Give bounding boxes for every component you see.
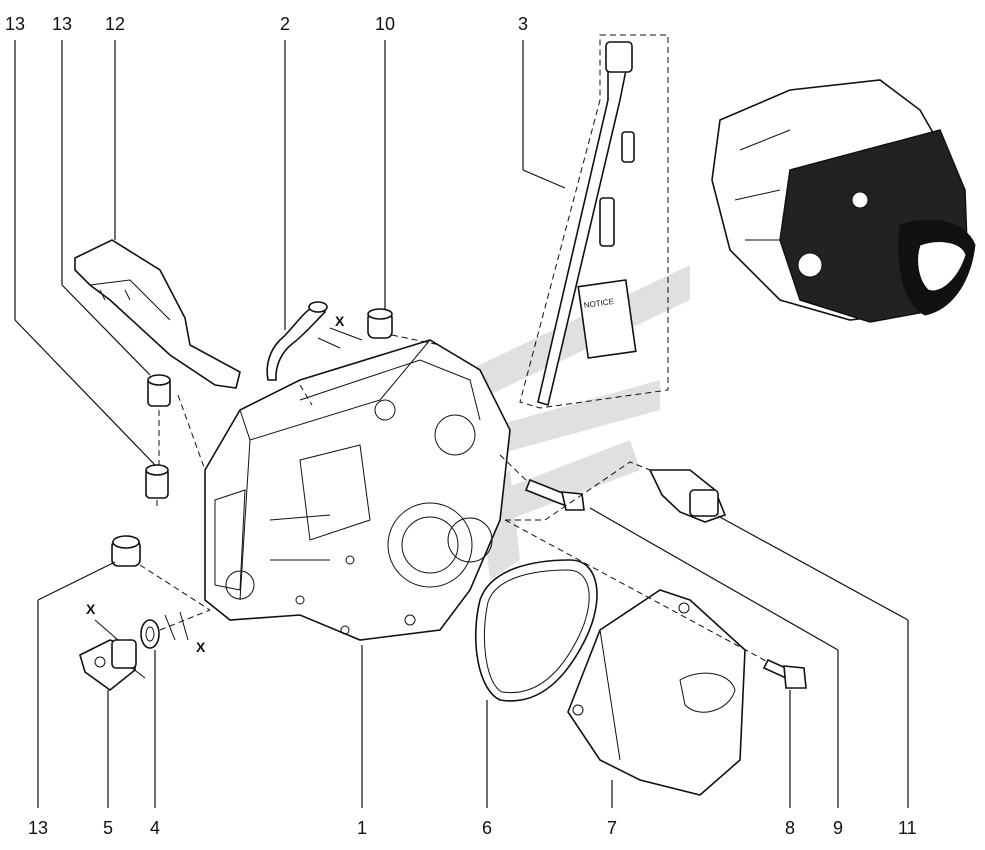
callout-9: 9 bbox=[833, 818, 843, 838]
callout-10: 10 bbox=[375, 14, 395, 34]
bracket bbox=[74, 239, 241, 389]
bush-middle bbox=[145, 464, 169, 499]
gasket bbox=[474, 559, 598, 702]
callout-13-bottom: 13 bbox=[28, 818, 48, 838]
bush-upper bbox=[147, 374, 171, 407]
bolt bbox=[762, 658, 807, 689]
callout-13-top-second: 13 bbox=[52, 14, 72, 34]
x-mark-left: X bbox=[86, 601, 96, 617]
leader-lines bbox=[14, 40, 909, 808]
drain-plug bbox=[79, 639, 137, 692]
callout-1: 1 bbox=[357, 818, 367, 838]
end-cover bbox=[567, 589, 746, 796]
callout-labels: 13 13 12 2 10 3 13 5 4 1 6 7 8 9 11 bbox=[5, 14, 917, 838]
sleeve bbox=[367, 308, 393, 339]
washer bbox=[140, 619, 160, 649]
callout-5: 5 bbox=[103, 818, 113, 838]
callout-13-top-left: 13 bbox=[5, 14, 25, 34]
assembly-lines bbox=[139, 334, 769, 663]
callout-4: 4 bbox=[150, 818, 160, 838]
callout-8: 8 bbox=[785, 818, 795, 838]
x-mark-top: X bbox=[335, 313, 345, 329]
callout-11: 11 bbox=[898, 818, 917, 838]
gearbox-casing bbox=[204, 339, 511, 641]
dipstick-kit: NOTICE bbox=[519, 34, 669, 409]
dimension-marks: X X X bbox=[86, 313, 363, 679]
bush-lower bbox=[111, 535, 141, 567]
callout-6: 6 bbox=[482, 818, 492, 838]
callout-12: 12 bbox=[105, 14, 125, 34]
inset-gearbox-view bbox=[711, 79, 976, 323]
notice-leaflet-text: NOTICE bbox=[583, 297, 614, 310]
callout-3: 3 bbox=[518, 14, 528, 34]
sensor bbox=[648, 469, 727, 523]
x-mark-right: X bbox=[196, 639, 206, 655]
callout-2: 2 bbox=[280, 14, 290, 34]
breather-hose bbox=[266, 301, 328, 381]
callout-7: 7 bbox=[607, 818, 617, 838]
